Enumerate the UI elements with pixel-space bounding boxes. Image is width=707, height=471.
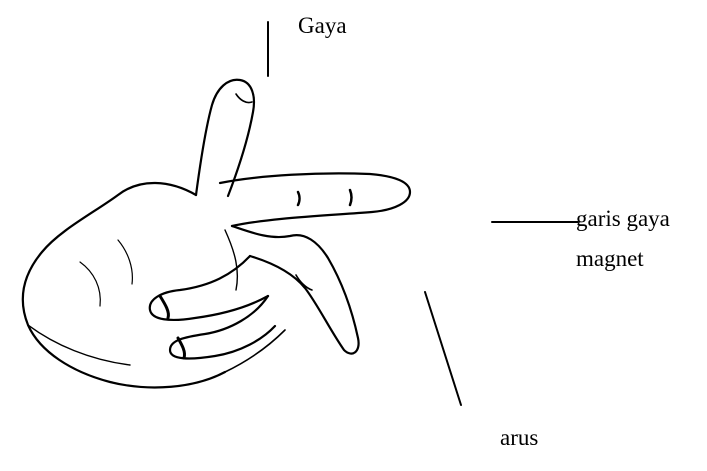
hand-outline [23, 183, 225, 387]
current-pointer-line [425, 292, 461, 405]
palm-crease-1 [225, 230, 237, 290]
ring-finger-nail [160, 296, 168, 318]
palm-crease-2 [118, 240, 132, 284]
magnetic-field-label-line1: garis gaya [576, 205, 670, 232]
index-finger-outline [220, 173, 410, 226]
index-finger-knuckle-2 [350, 190, 352, 205]
index-finger-knuckle-1 [298, 192, 300, 205]
little-finger-nail [178, 338, 185, 358]
magnetic-field-label-line2: magnet [576, 245, 644, 272]
middle-finger-outline [232, 226, 359, 354]
little-finger-outline [170, 296, 275, 358]
current-label: arus [500, 424, 538, 451]
palm-crease-3 [80, 262, 100, 306]
thumb-nail [236, 94, 252, 103]
hand-wrist [28, 325, 130, 365]
force-label: Gaya [298, 12, 347, 39]
